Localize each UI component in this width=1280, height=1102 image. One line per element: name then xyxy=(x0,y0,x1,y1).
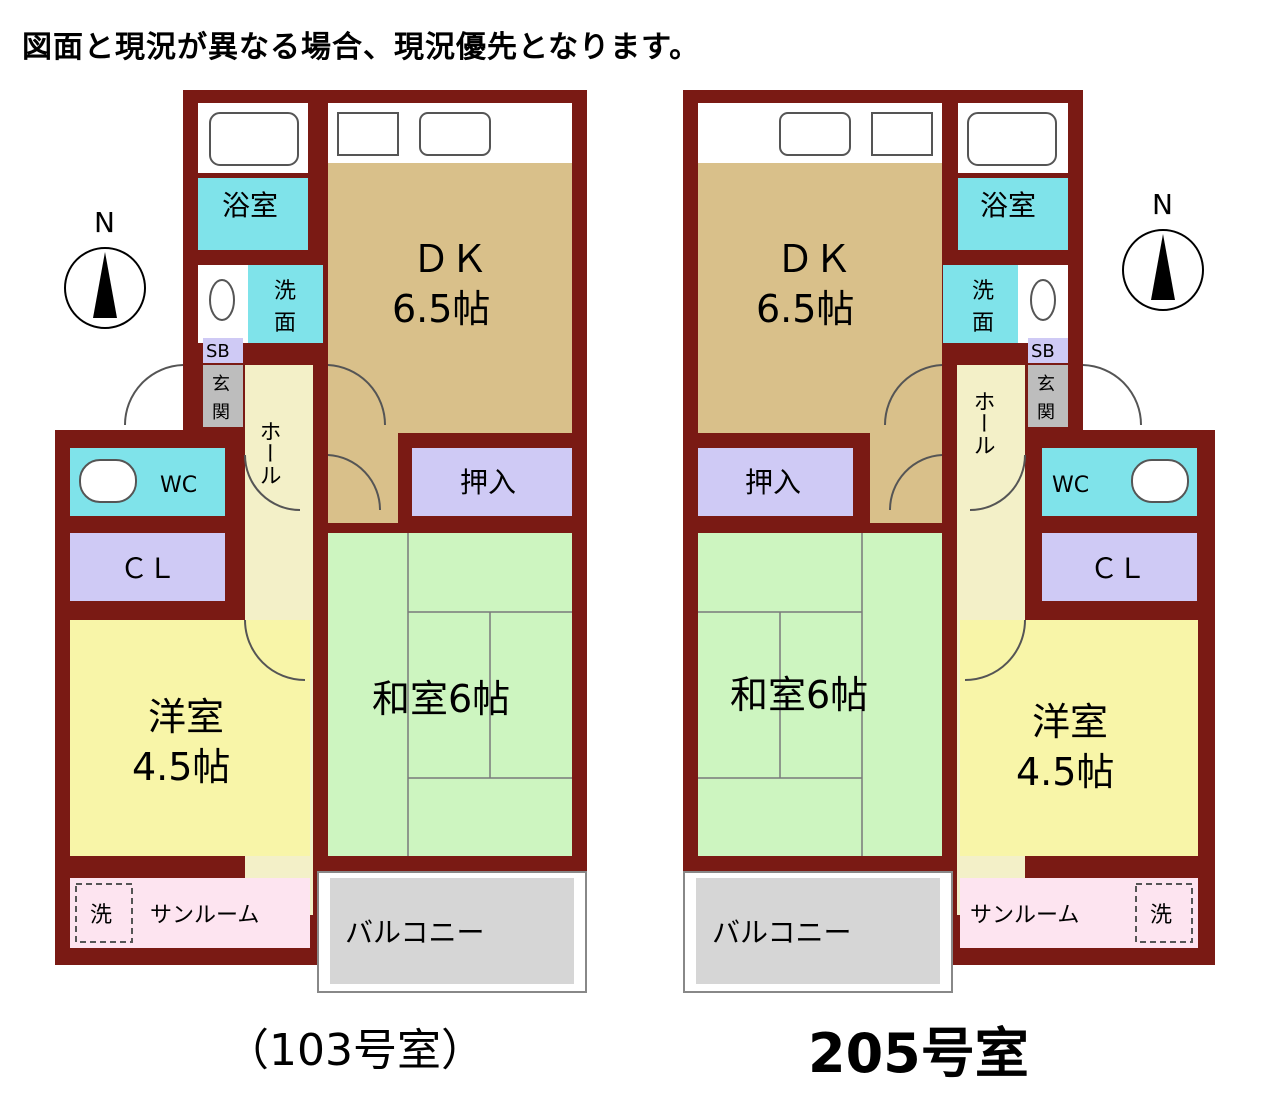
unit-103-sunroom-label: サンルーム xyxy=(150,903,259,928)
unit-205-dk-size: 6.5帖 xyxy=(756,287,854,331)
unit-103-genkan-label-2: 関 xyxy=(212,402,230,423)
sink-icon xyxy=(1030,279,1056,321)
unit-103-laundry-label: 洗 xyxy=(90,903,112,928)
unit-103-shoebox xyxy=(203,338,243,363)
unit-103-washitsu xyxy=(328,533,572,856)
unit-205-bath xyxy=(958,178,1068,250)
kitchen-sink-icon xyxy=(419,112,491,156)
unit-103-yoshitsu xyxy=(70,620,310,856)
door-swings xyxy=(883,364,1142,681)
unit-205-sunroom xyxy=(960,878,1198,948)
compass-right-north-label: N xyxy=(1152,188,1173,221)
unit-103-dk-lower xyxy=(328,433,398,523)
unit-205-oshiire xyxy=(698,448,853,516)
unit-103-washitsu-label: 和室6帖 xyxy=(372,677,510,721)
unit-205-balcony xyxy=(696,878,940,984)
kitchen-sink-icon xyxy=(779,112,851,156)
tatami-lines xyxy=(407,533,572,856)
stove-icon xyxy=(337,112,399,156)
unit-205-balcony-label: バルコニー xyxy=(712,916,851,949)
door-swings xyxy=(124,364,387,681)
unit-205-washitsu xyxy=(698,533,942,856)
unit-103-closet xyxy=(70,533,225,601)
toilet-icon xyxy=(1131,459,1189,503)
unit-103-wash-label-2: 面 xyxy=(274,311,296,336)
unit-103-wc-label: WC xyxy=(160,473,197,498)
unit-205-bath-label: 浴室 xyxy=(980,189,1036,222)
unit-205-genkan-label-2: 関 xyxy=(1037,402,1055,423)
stove-icon xyxy=(871,112,933,156)
toilet-icon xyxy=(79,459,137,503)
unit-103-dk-size: 6.5帖 xyxy=(392,287,490,331)
unit-103-yoshitsu-label: 洋室 xyxy=(148,695,224,739)
unit-103-dk-label: ＤＫ xyxy=(412,237,488,281)
unit-205-washitsu-label: 和室6帖 xyxy=(730,673,868,717)
unit-205-sink-area xyxy=(1018,265,1068,343)
bathtub-icon xyxy=(967,112,1057,166)
unit-205-plan: 浴室 洗 面 SB 玄 関 ＤＫ 6.5帖 ホール 押入 WC ＣＬ 和室6帖 … xyxy=(683,90,1215,993)
unit-205-caption: 205号室 xyxy=(808,1022,1029,1085)
unit-205-yoshitsu-label: 洋室 xyxy=(1032,700,1108,744)
unit-205-entrance xyxy=(1028,365,1068,427)
unit-205-closet xyxy=(1042,533,1197,601)
tatami-lines xyxy=(698,533,863,856)
unit-103-yoshitsu-size: 4.5帖 xyxy=(132,745,230,789)
unit-103-bath-label: 浴室 xyxy=(222,189,278,222)
laundry-space-box xyxy=(75,883,133,943)
laundry-space-box xyxy=(1135,883,1193,943)
unit-103-sink-area xyxy=(198,265,248,343)
unit-205-sunroom-label: サンルーム xyxy=(970,903,1079,928)
sink-icon xyxy=(209,279,235,321)
unit-205-shoebox xyxy=(1028,338,1068,363)
unit-205-oshiire-label: 押入 xyxy=(745,466,801,499)
bathtub-icon xyxy=(209,112,299,166)
unit-205-genkan-label-1: 玄 xyxy=(1037,374,1055,395)
north-arrow-icon xyxy=(93,252,117,318)
unit-205-closet-label: ＣＬ xyxy=(1090,552,1146,585)
unit-103-bath xyxy=(198,178,308,250)
unit-205-wc-label: WC xyxy=(1052,473,1089,498)
unit-205-dk-label: ＤＫ xyxy=(776,237,852,281)
compass-right: N xyxy=(1122,188,1204,311)
unit-205-sb-label: SB xyxy=(1031,341,1055,362)
unit-205-laundry-label: 洗 xyxy=(1150,903,1172,928)
unit-103-balcony-label: バルコニー xyxy=(345,916,484,949)
unit-103-sb-label: SB xyxy=(206,341,230,362)
unit-103-caption: （103号室） xyxy=(225,1025,485,1076)
unit-103-genkan-label-1: 玄 xyxy=(212,374,230,395)
unit-103-balcony xyxy=(330,878,574,984)
unit-103-sunroom xyxy=(70,878,310,948)
unit-205-hall-label: ホール xyxy=(970,390,995,456)
unit-205-dk-lower xyxy=(870,433,942,523)
unit-205-wash-label-1: 洗 xyxy=(972,279,994,304)
unit-103-hall-label: ホール xyxy=(256,420,281,486)
unit-205-yoshitsu xyxy=(960,620,1198,856)
unit-205-yoshitsu-size: 4.5帖 xyxy=(1016,750,1114,794)
north-arrow-icon xyxy=(1151,234,1175,300)
unit-103-plan: 浴室 洗 面 SB 玄 関 ＤＫ 6.5帖 ホール WC 押入 ＣＬ 和室6帖 … xyxy=(55,90,587,993)
unit-103-closet-label: ＣＬ xyxy=(120,552,176,585)
unit-103-oshiire-label: 押入 xyxy=(460,466,516,499)
unit-103-oshiire xyxy=(412,448,572,516)
notice-text: 図面と現況が異なる場合、現況優先となります。 xyxy=(22,30,701,65)
unit-205-wash-label-2: 面 xyxy=(972,311,994,336)
unit-103-entrance xyxy=(203,365,243,427)
compass-left: N xyxy=(64,206,146,329)
compass-left-north-label: N xyxy=(94,206,115,239)
unit-103-wash-label-1: 洗 xyxy=(274,279,296,304)
